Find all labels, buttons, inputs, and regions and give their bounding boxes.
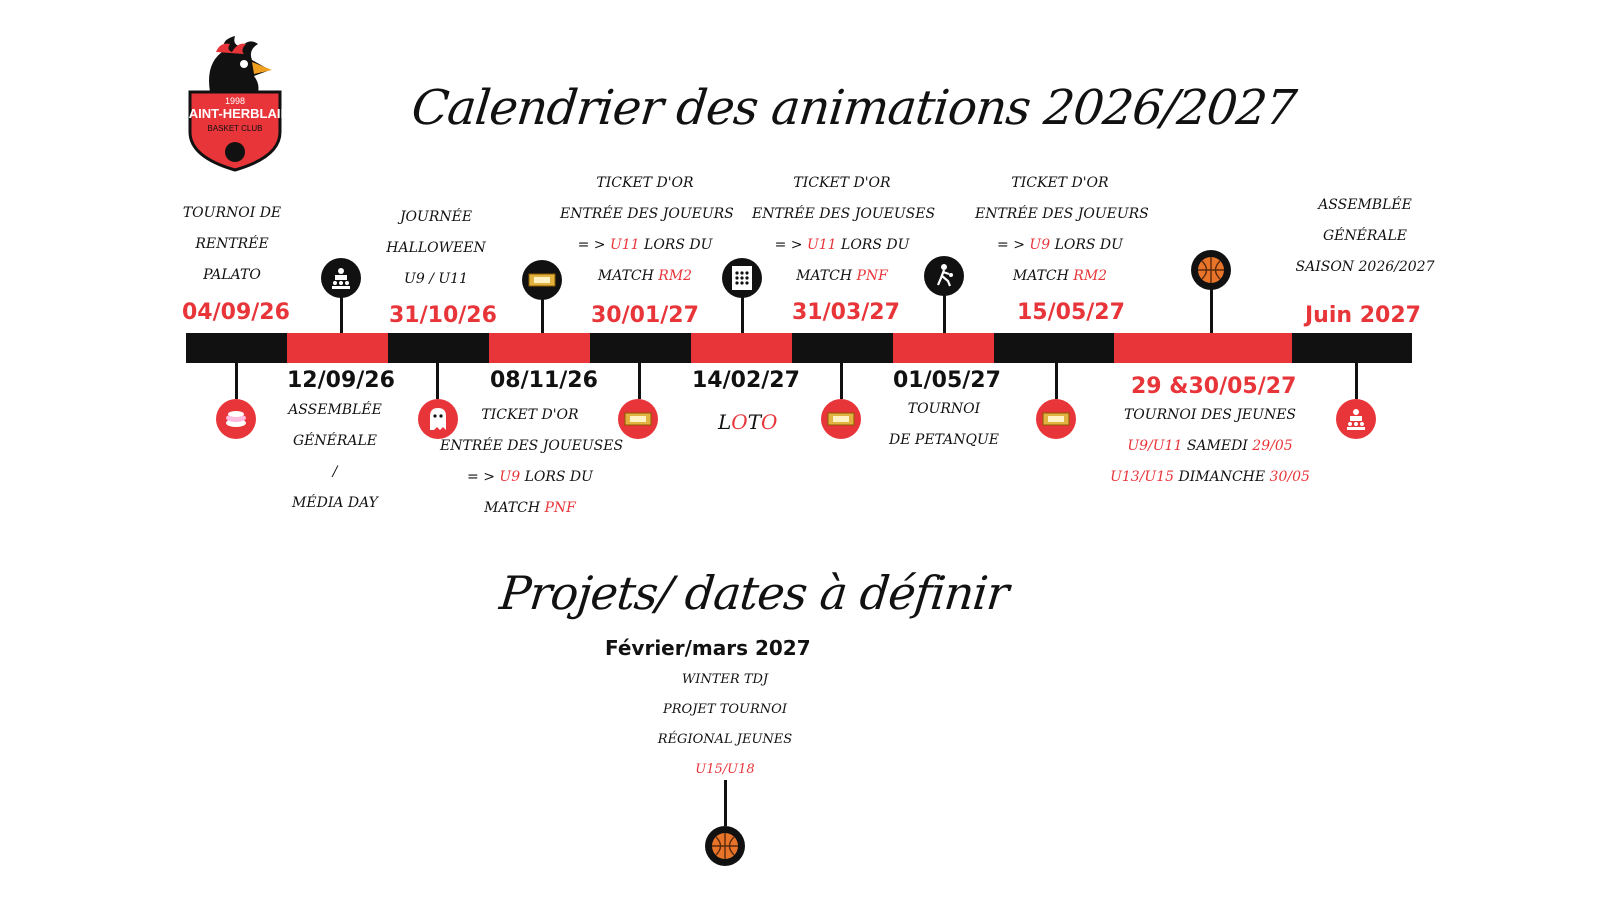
basketball-icon xyxy=(705,826,745,866)
ticket-icon xyxy=(522,260,562,300)
stem xyxy=(943,294,946,333)
ticket-icon xyxy=(618,399,658,439)
event-label: Ticket d'orentrée des joueuses = > U11 l… xyxy=(752,175,936,284)
ticket-icon xyxy=(821,399,861,439)
timeline-segment xyxy=(287,333,388,363)
event-date: 08/11/26 xyxy=(490,368,598,393)
event-label: Assembléegénéralesaison 2026/2027 xyxy=(1295,197,1435,275)
timeline-segment xyxy=(1114,333,1292,363)
ghost-icon xyxy=(418,399,458,439)
timeline-segment xyxy=(893,333,994,363)
event-label: Tournoi des jeunes U9/U11 samedi 29/05 U… xyxy=(1110,407,1310,485)
event-date: 04/09/26 xyxy=(182,300,290,325)
stem xyxy=(340,296,343,333)
timeline-segment xyxy=(792,333,893,363)
event-label: Tournoide petanque xyxy=(889,401,999,448)
stem xyxy=(1355,363,1358,399)
petanque-icon xyxy=(924,256,964,296)
coins-icon xyxy=(216,399,256,439)
timeline-segment xyxy=(1292,333,1412,363)
event-date: 12/09/26 xyxy=(287,368,395,393)
stem xyxy=(638,363,641,399)
logo-sub: BASKET CLUB xyxy=(208,124,263,133)
event-label: Assembléegénérale/Média day xyxy=(288,402,382,511)
event-label: Tournoi derentréePalato xyxy=(182,205,282,283)
stem xyxy=(541,298,544,333)
timeline-segment xyxy=(590,333,691,363)
projects-title: Projets/ dates à définir xyxy=(497,566,1011,620)
event-date: 29 &30/05/27 xyxy=(1131,374,1297,399)
projects-label: Winter TDJProjet tournoirégional jeunesU… xyxy=(657,672,793,777)
assembly-icon xyxy=(1336,399,1376,439)
stem xyxy=(235,363,238,399)
stem xyxy=(1055,363,1058,399)
timeline-segment xyxy=(489,333,590,363)
event-date: 31/10/26 xyxy=(389,303,497,328)
stem xyxy=(1210,288,1213,333)
event-date: 14/02/27 xyxy=(692,368,800,393)
page-title: Calendrier des animations 2026/2027 xyxy=(409,80,1299,136)
event-date: Juin 2027 xyxy=(1305,303,1421,328)
logo-year: 1998 xyxy=(225,96,245,106)
stem xyxy=(840,363,843,399)
club-logo: 1998 SAINT-HERBLAIN BASKET CLUB xyxy=(180,36,290,172)
ticket-icon xyxy=(1036,399,1076,439)
event-label: Ticket d'orentrée des joueurs = > U11 lo… xyxy=(560,175,734,284)
event-label: JournéeHalloweenU9 / U11 xyxy=(386,209,486,287)
stem xyxy=(741,296,744,333)
event-date: 15/05/27 xyxy=(1017,300,1125,325)
projects-date: Février/mars 2027 xyxy=(605,636,811,660)
timeline-segment xyxy=(691,333,792,363)
logo-name: SAINT-HERBLAIN xyxy=(180,106,290,121)
stem xyxy=(436,363,439,399)
event-date: 30/01/27 xyxy=(591,303,699,328)
event-label: Ticket d'orentrée des joueuses = > U9 lo… xyxy=(440,407,624,516)
event-date: 31/03/27 xyxy=(792,300,900,325)
timeline-segment xyxy=(186,333,287,363)
timeline-segment xyxy=(388,333,489,363)
event-label: Ticket d'orentrée des joueurs = > U9 lor… xyxy=(975,175,1149,284)
loto-card-icon xyxy=(722,258,762,298)
stem xyxy=(724,780,727,826)
event-date: 01/05/27 xyxy=(893,368,1001,393)
assembly-icon xyxy=(321,258,361,298)
loto-label: LOTO xyxy=(718,410,778,434)
basketball-icon xyxy=(1191,250,1231,290)
timeline-segment xyxy=(994,333,1114,363)
